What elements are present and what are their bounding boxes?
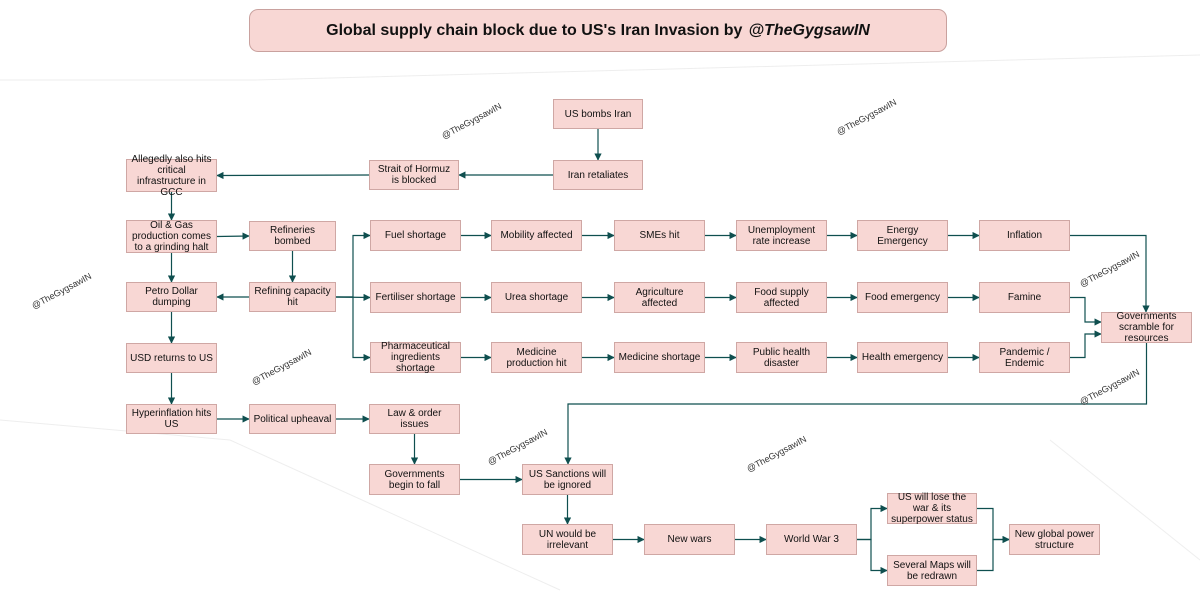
node-famine: Famine bbox=[979, 282, 1070, 313]
edge-us-lose-war-to-new-global-power bbox=[977, 507, 1010, 544]
node-fuel-shortage: Fuel shortage bbox=[370, 220, 461, 251]
node-public-health: Public health disaster bbox=[736, 342, 827, 373]
edge-oil-gas-production-to-refineries-bombed bbox=[216, 232, 250, 240]
node-us-sanctions-ignored: US Sanctions will be ignored bbox=[522, 464, 613, 495]
edge-refining-capacity-hit-to-pharma-shortage bbox=[336, 296, 371, 362]
node-us-lose-war: US will lose the war & its superpower st… bbox=[887, 492, 977, 525]
node-medicine-production: Medicine production hit bbox=[491, 342, 582, 373]
node-political-upheaval: Political upheaval bbox=[249, 404, 336, 434]
node-medicine-shortage: Medicine shortage bbox=[614, 342, 705, 373]
node-refineries-bombed: Refineries bombed bbox=[249, 221, 336, 251]
node-gcc-infrastructure: Allegedly also hits critical infrastruct… bbox=[126, 154, 217, 198]
edge-world-war-3-to-us-lose-war bbox=[857, 504, 888, 541]
diagram-title: Global supply chain block due to US's Ir… bbox=[249, 9, 947, 52]
node-new-wars: New wars bbox=[644, 524, 735, 555]
node-usd-returns: USD returns to US bbox=[126, 343, 217, 373]
node-law-order: Law & order issues bbox=[369, 404, 460, 434]
node-unemployment: Unemployment rate increase bbox=[736, 220, 827, 251]
background-guide-line bbox=[0, 419, 561, 591]
edge-strait-of-hormuz-to-gcc-infrastructure bbox=[216, 171, 370, 180]
node-agriculture-affected: Agriculture affected bbox=[614, 282, 705, 313]
node-oil-gas-production: Oil & Gas production comes to a grinding… bbox=[126, 220, 217, 253]
node-governments-fall: Governments begin to fall bbox=[369, 464, 460, 495]
title-text: Global supply chain block due to US's Ir… bbox=[326, 21, 743, 39]
node-hyperinflation: Hyperinflation hits US bbox=[126, 404, 217, 434]
node-maps-redrawn: Several Maps will be redrawn bbox=[887, 555, 977, 586]
node-urea-shortage: Urea shortage bbox=[491, 282, 582, 313]
background-guide-line bbox=[0, 54, 1200, 81]
node-pharma-shortage: Pharmaceutical ingredients shortage bbox=[370, 341, 461, 374]
node-health-emergency: Health emergency bbox=[857, 342, 948, 373]
node-energy-emergency: Energy Emergency bbox=[857, 220, 948, 251]
node-food-supply-affected: Food supply affected bbox=[736, 282, 827, 313]
node-world-war-3: World War 3 bbox=[766, 524, 857, 555]
title-handle: @TheGygsawIN bbox=[748, 21, 870, 39]
edge-maps-redrawn-to-new-global-power bbox=[977, 535, 1010, 572]
node-pandemic: Pandemic / Endemic bbox=[979, 342, 1070, 373]
background-guide-line bbox=[1049, 439, 1200, 561]
node-inflation: Inflation bbox=[979, 220, 1070, 251]
node-food-emergency: Food emergency bbox=[857, 282, 948, 313]
edge-governments-scramble-to-us-sanctions-ignored bbox=[564, 343, 1148, 465]
node-us-bombs-iran: US bombs Iran bbox=[553, 99, 643, 129]
edge-pandemic-to-governments-scramble bbox=[1070, 330, 1102, 359]
edge-world-war-3-to-maps-redrawn bbox=[857, 538, 888, 575]
node-fertiliser-shortage: Fertiliser shortage bbox=[370, 282, 461, 313]
edge-refining-capacity-hit-to-fuel-shortage bbox=[336, 231, 371, 298]
node-refining-capacity-hit: Refining capacity hit bbox=[249, 282, 336, 312]
node-petro-dollar-dumping: Petro Dollar dumping bbox=[126, 282, 217, 312]
node-strait-of-hormuz: Strait of Hormuz is blocked bbox=[369, 160, 459, 190]
node-mobility-affected: Mobility affected bbox=[491, 220, 582, 251]
node-un-irrelevant: UN would be irrelevant bbox=[522, 524, 613, 555]
edge-inflation-to-governments-scramble bbox=[1070, 234, 1150, 313]
node-governments-scramble: Governments scramble for resources bbox=[1101, 311, 1192, 344]
node-iran-retaliates: Iran retaliates bbox=[553, 160, 643, 190]
node-smes-hit: SMEs hit bbox=[614, 220, 705, 251]
edge-famine-to-governments-scramble bbox=[1070, 296, 1102, 326]
node-new-global-power: New global power structure bbox=[1009, 524, 1100, 555]
